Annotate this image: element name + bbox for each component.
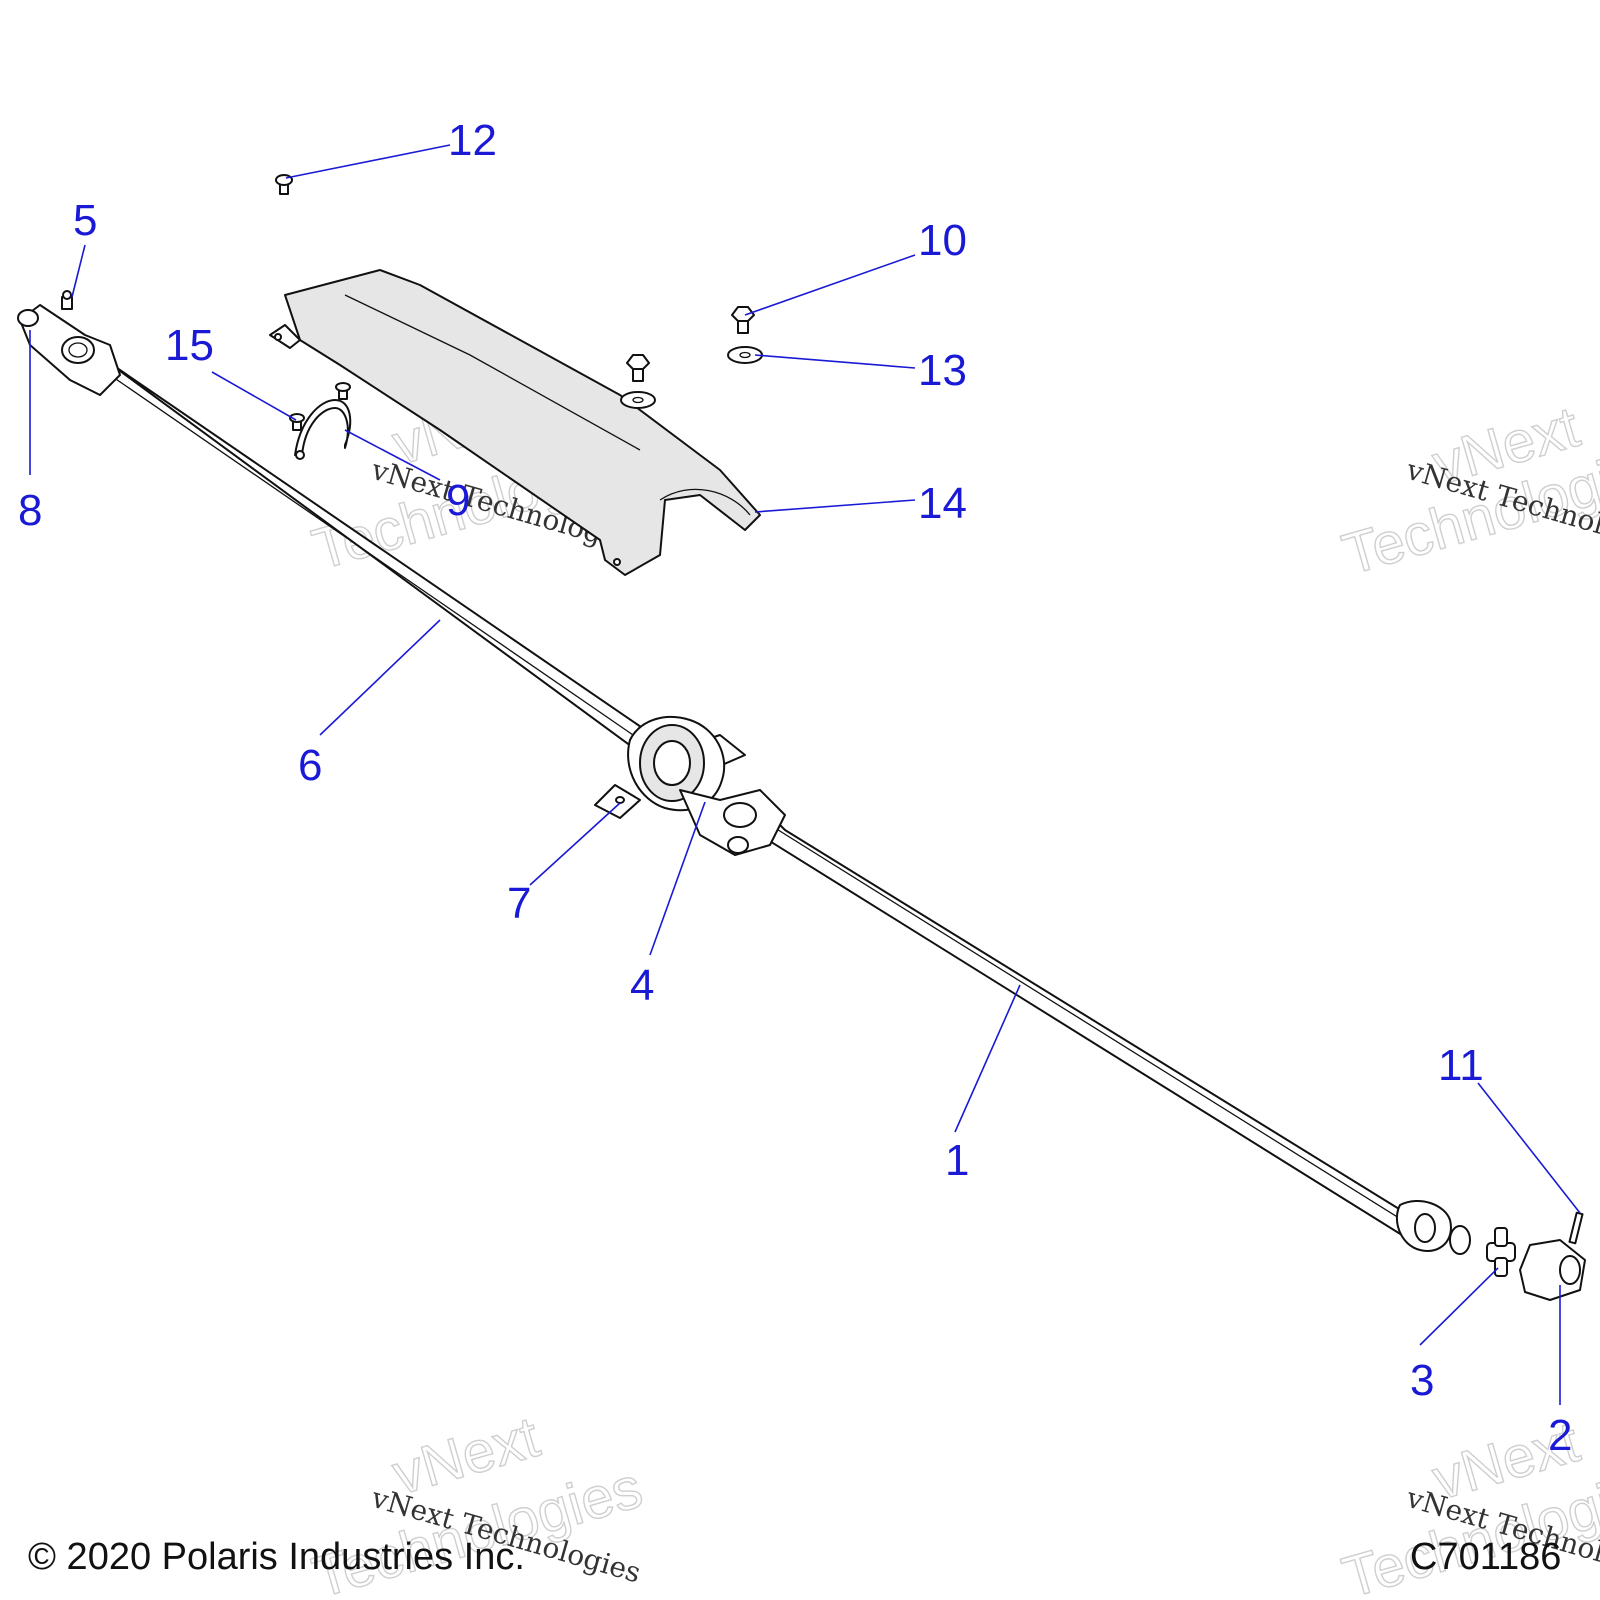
screw-15-a	[289, 413, 305, 431]
callout-7: 7	[507, 879, 531, 928]
rear-prop-shaft	[759, 814, 1471, 1255]
drawing-number: C701186	[1410, 1536, 1562, 1578]
grease-zerk-front	[61, 290, 73, 310]
callout-1: 1	[945, 1136, 969, 1185]
callout-10: 10	[918, 216, 967, 265]
rear-yoke	[1519, 1239, 1586, 1301]
callout-8: 8	[18, 486, 42, 535]
hose-clip	[294, 399, 352, 460]
callout-5: 5	[73, 196, 97, 245]
callout-4: 4	[630, 961, 654, 1010]
callout-9: 9	[446, 476, 470, 525]
callout-13: 13	[918, 346, 967, 395]
copyright-notice: © 2020 Polaris Industries Inc.	[28, 1536, 525, 1578]
callout-11: 11	[1438, 1041, 1484, 1090]
screw-15-b	[335, 382, 351, 400]
watermark-upper-right: vNext Technologies vNext Technologies	[1335, 393, 1600, 588]
front-yoke	[17, 304, 121, 396]
callout-15: 15	[165, 321, 214, 370]
callout-14: 14	[918, 479, 967, 528]
center-u-joint	[679, 789, 786, 856]
shaft-guard	[269, 269, 761, 576]
callout-12: 12	[448, 116, 497, 165]
bolt-10-a	[731, 306, 755, 334]
callout-2: 2	[1548, 1411, 1572, 1460]
callout-3: 3	[1410, 1356, 1434, 1405]
callout-labels: 1 2 3 4 5 6 7 8 9 10 11 12 13 14 15	[18, 116, 1572, 1460]
rear-u-joint-cross	[1486, 1227, 1516, 1277]
bolt-10-b	[626, 354, 650, 382]
roll-pin	[1568, 1211, 1584, 1245]
callout-6: 6	[298, 741, 322, 790]
leader-lines	[29, 144, 1581, 1405]
washer-13-b	[620, 391, 656, 409]
carrier-bearing	[594, 715, 746, 819]
